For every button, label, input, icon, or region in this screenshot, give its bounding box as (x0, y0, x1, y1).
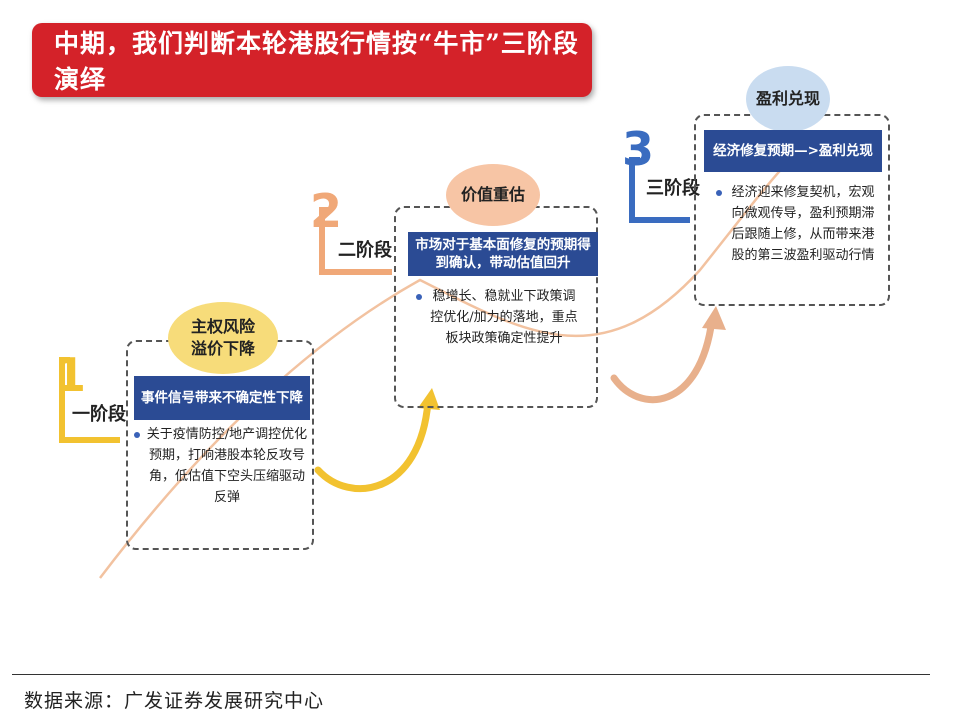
stage1-label: 一阶段 (72, 404, 126, 425)
curved-arrow-2-head (702, 306, 726, 330)
curved-arrow-1-head (418, 388, 440, 410)
stage3-number: 3 (622, 122, 655, 176)
stage3-header: 经济修复预期—>盈利兑现 (704, 130, 882, 172)
stage2-body: 稳增长、稳就业下政策调控优化/加力的落地，重点板块政策确定性提升 (430, 289, 578, 346)
stage2-number: 2 (310, 184, 343, 238)
stage3-bullet (716, 190, 722, 196)
stage1-bracket (59, 357, 120, 443)
stage1-body: 关于疫情防控/地产调控优化预期，打响港股本轮反攻号角，低估值下空头压缩驱动反弹 (146, 427, 308, 505)
stage1-bullet (134, 432, 140, 438)
stage2-bullet (416, 294, 422, 300)
stage2-bubble: 价值重估 (446, 164, 540, 226)
stage2-header: 市场对于基本面修复的预期得到确认，带动估值回升 (408, 232, 598, 276)
stage1-number: 1 (54, 348, 87, 402)
page-title: 中期，我们判断本轮港股行情按“牛市”三阶段演绎 (32, 23, 592, 97)
stage2-label: 二阶段 (338, 240, 392, 261)
source-note: 数据来源：广发证券发展研究中心 (24, 690, 325, 712)
stage3-label: 三阶段 (646, 178, 700, 199)
curved-arrow-1 (314, 398, 432, 493)
source-divider (12, 674, 930, 675)
stage3-body: 经济迎来修复契机，宏观向微观传导，盈利预期滞后跟随上修，从而带来港股的第三波盈利… (731, 185, 875, 263)
stage3-bubble: 盈利兑现 (746, 66, 830, 132)
curved-arrow-2 (610, 316, 716, 403)
stage3-bracket (629, 157, 690, 223)
stage2-bracket (319, 207, 392, 275)
stage1-bubble: 主权风险 溢价下降 (168, 302, 278, 374)
stage1-header: 事件信号带来不确定性下降 (134, 376, 310, 420)
